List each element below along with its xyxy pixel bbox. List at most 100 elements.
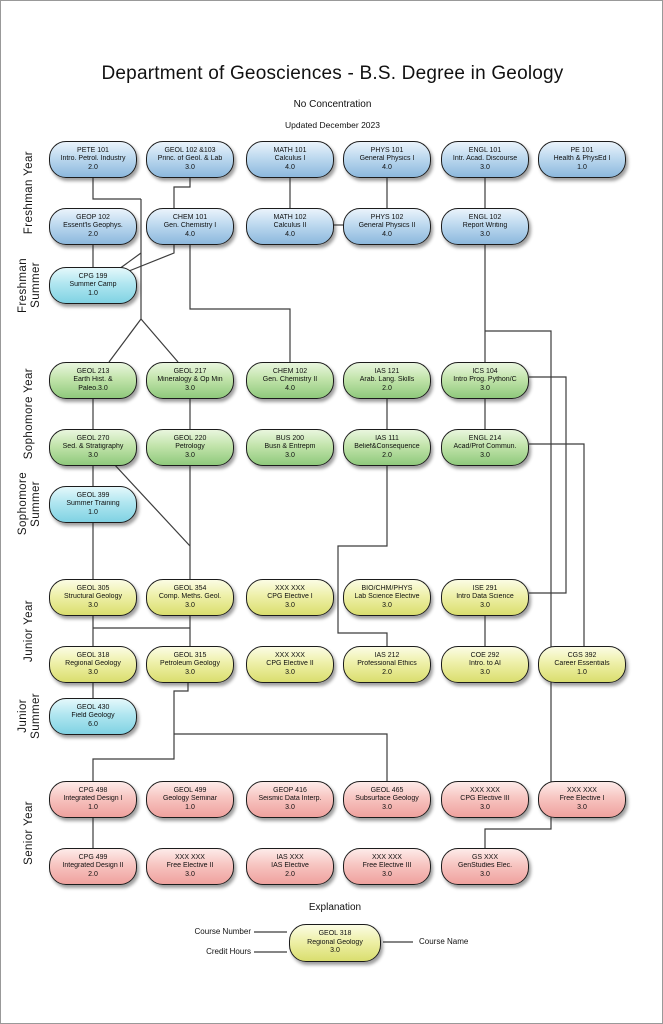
course-name: Integrated Design I xyxy=(63,795,123,803)
course-name: IAS Elective xyxy=(271,862,309,870)
course-code: CHEM 102 xyxy=(272,367,308,375)
course-code: ENGL 214 xyxy=(468,434,502,442)
course-name: Calculus I xyxy=(274,155,306,163)
course-name: Princ. of Geol. & Lab xyxy=(157,155,223,163)
course-code: XXX XXX xyxy=(175,853,205,861)
course-code: GEOL 220 xyxy=(173,434,207,442)
course-code: GEOL 305 xyxy=(76,584,110,592)
course-credits: 3.0 xyxy=(382,601,392,609)
course-credits: 3.0 xyxy=(285,601,295,609)
course-code: GEOL 315 xyxy=(173,651,207,659)
side-label-text: Senior Year xyxy=(23,801,35,865)
course-credits: 3.0 xyxy=(185,384,195,392)
course-code: XXX XXX xyxy=(275,651,305,659)
course-code: BIO/CHM/PHYS xyxy=(361,584,413,592)
course-code: GEOL 465 xyxy=(370,786,404,794)
course-name: Gen. Chemistry II xyxy=(262,376,318,384)
side-label-text: Freshman Year xyxy=(23,151,35,235)
course-name: Comp. Meths. Geol. xyxy=(158,593,222,601)
course-credits: 3.0 xyxy=(88,451,98,459)
course-credits: 1.0 xyxy=(88,508,98,516)
course-credits: 3.0 xyxy=(382,803,392,811)
course-code: GEOL 102 &103 xyxy=(164,146,216,154)
course-name: Petrology xyxy=(175,443,205,451)
course-code: GEOL 354 xyxy=(173,584,207,592)
side-label-text: Freshman xyxy=(16,257,29,313)
side-label-senior-year: Senior Year xyxy=(9,773,49,893)
side-label-text: Summer xyxy=(29,481,42,527)
course-credits: 1.0 xyxy=(577,668,587,676)
course-code: IAS XXX xyxy=(276,853,304,861)
course-code: COE 292 xyxy=(470,651,500,659)
course-name: Report Writing xyxy=(462,222,508,230)
course-name: Subsurface Geology xyxy=(355,795,419,803)
course-credits: 2.0 xyxy=(88,163,98,171)
legend-sample-code: GEOL 318 xyxy=(318,930,352,938)
course-credits: 3.0 xyxy=(480,601,490,609)
course-credits: 3.0 xyxy=(480,384,490,392)
course-code: XXX XXX xyxy=(567,786,597,794)
course-credits: 3.0 xyxy=(185,601,195,609)
course-name: Lab Science Elective xyxy=(354,593,420,601)
course-code: ICS 104 xyxy=(472,367,498,375)
side-label-text: Summer xyxy=(29,262,42,308)
course-name: CPG Elective III xyxy=(460,795,510,803)
course-name: Essent'ls Geophys. xyxy=(63,222,123,230)
course-credits: 2.0 xyxy=(382,668,392,676)
page-subtitle: No Concentration xyxy=(293,99,372,110)
course-name: Earth Hist. & xyxy=(73,376,113,384)
course-code: GEOL 217 xyxy=(173,367,207,375)
course-credits: 4.0 xyxy=(285,163,295,171)
course-credits: 3.0 xyxy=(480,870,490,878)
legend-sample-credits: 3.0 xyxy=(330,947,340,955)
course-code: IAS 111 xyxy=(375,434,399,442)
course-code: XXX XXX xyxy=(275,584,305,592)
course-code: CPG 499 xyxy=(78,853,108,861)
course-name: General Physics I xyxy=(359,155,415,163)
course-name: Summer Training xyxy=(66,500,120,508)
course-credits: 4.0 xyxy=(285,230,295,238)
course-code: PHYS 101 xyxy=(370,146,404,154)
course-name: Seismic Data Interp. xyxy=(258,795,322,803)
course-credits: 3.0 xyxy=(480,230,490,238)
course-code: PETE 101 xyxy=(77,146,109,154)
course-code: GS XXX xyxy=(471,853,499,861)
course-credits: 3.0 xyxy=(480,668,490,676)
course-code: GEOL 430 xyxy=(76,703,110,711)
course-name: Summer Camp xyxy=(69,281,117,289)
course-code: GEOL 270 xyxy=(76,434,110,442)
legend-course-number-label: Course Number xyxy=(194,927,251,936)
course-name: Integrated Design II xyxy=(62,862,124,870)
course-credits: 3.0 xyxy=(480,803,490,811)
course-credits: 3.0 xyxy=(88,668,98,676)
course-code: XXX XXX xyxy=(372,853,402,861)
course-code: ENGL 102 xyxy=(468,213,502,221)
course-credits: 4.0 xyxy=(382,230,392,238)
course-credits: 4.0 xyxy=(185,230,195,238)
course-credits: 1.0 xyxy=(577,163,587,171)
